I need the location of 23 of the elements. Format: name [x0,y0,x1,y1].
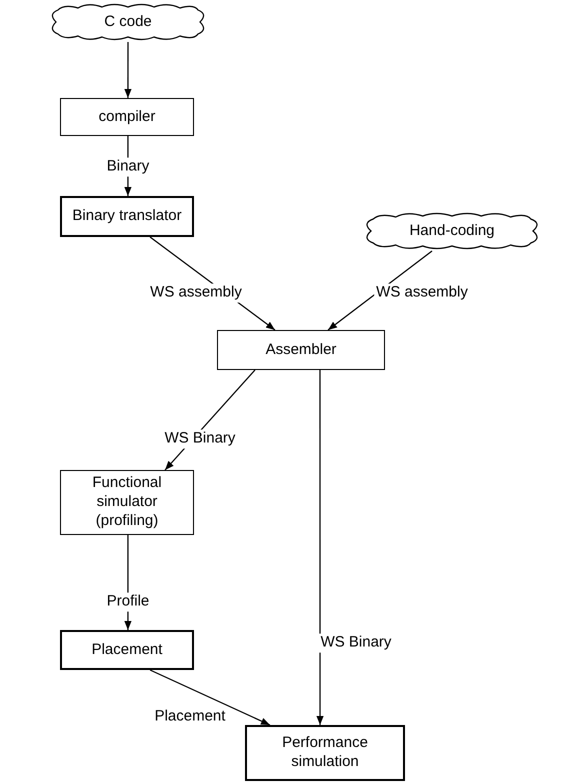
process-box [60,630,194,670]
edge-label: WS assembly [148,284,244,302]
edge-label: Binary [104,158,152,176]
process-box [60,196,194,237]
process-box [60,470,194,535]
node-label: Functional simulator (profiling) [91,474,163,531]
arrow [150,669,270,726]
node-label: Binary translator [71,207,183,226]
node-label: C code [103,12,153,32]
node-label: Performance simulation [281,734,369,772]
process-box [60,98,194,136]
edge-label: WS Binary [162,430,238,448]
edge-label: WS assembly [374,284,470,302]
node-label: Assembler [264,340,338,360]
edge-label: WS Binary [318,634,394,652]
edge-label: Profile [104,592,152,612]
process-box [245,725,405,781]
arrow [124,42,132,98]
node-label: Hand-coding [408,222,496,240]
node-label: Placement [90,640,164,660]
process-box [217,330,385,370]
arrow [316,370,324,725]
node-label: compiler [98,108,156,126]
